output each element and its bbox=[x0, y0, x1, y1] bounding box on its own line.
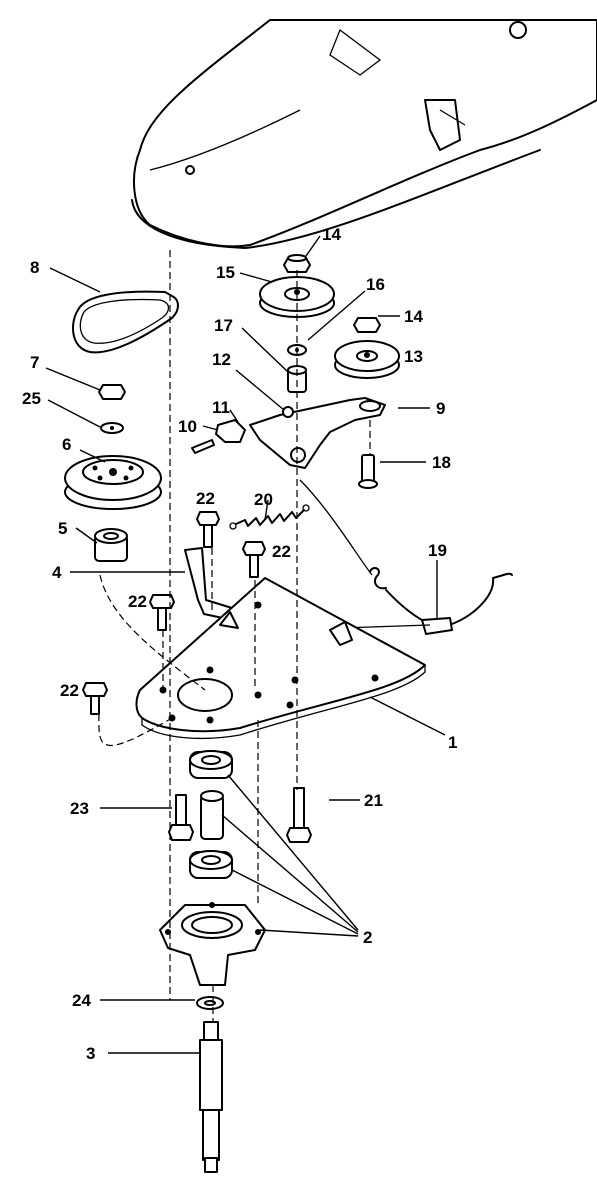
spindle-shaft bbox=[199, 1021, 223, 1173]
callout-15: 15 bbox=[216, 263, 235, 282]
callout-3: 3 bbox=[86, 1044, 95, 1063]
callout-22-b: 22 bbox=[272, 542, 291, 561]
flange-bolt-22-b bbox=[242, 541, 266, 578]
v-belt bbox=[72, 290, 179, 354]
callout-19: 19 bbox=[428, 541, 447, 560]
callout-1: 1 bbox=[448, 733, 457, 752]
callout-22-c: 22 bbox=[128, 592, 147, 611]
callout-24: 24 bbox=[72, 991, 91, 1010]
flange-bolt-22-c bbox=[149, 594, 175, 631]
washer-24 bbox=[196, 996, 224, 1010]
callout-17: 17 bbox=[214, 316, 233, 335]
tension-spring bbox=[229, 504, 310, 530]
mower-deck-housing bbox=[131, 19, 597, 249]
callout-23: 23 bbox=[70, 799, 89, 818]
spring-bracket bbox=[184, 547, 233, 621]
block-11 bbox=[215, 419, 246, 443]
idler-pulley-right bbox=[334, 340, 400, 379]
pivot-bolt-18 bbox=[358, 454, 378, 489]
callout-20: 20 bbox=[254, 490, 273, 509]
bolt-21 bbox=[286, 787, 312, 843]
callout-labels: 1 2 3 4 5 6 7 8 9 10 11 12 13 14 14 15 1… bbox=[22, 225, 457, 1063]
control-cable bbox=[299, 479, 513, 635]
callout-21: 21 bbox=[364, 791, 383, 810]
callout-22-a: 22 bbox=[196, 489, 215, 508]
pulley-hub bbox=[94, 528, 128, 562]
callout-22-d: 22 bbox=[60, 681, 79, 700]
callout-25: 25 bbox=[22, 389, 41, 408]
callout-10: 10 bbox=[178, 417, 197, 436]
drive-pulley bbox=[64, 455, 162, 510]
bolt-23 bbox=[168, 794, 194, 841]
callout-5: 5 bbox=[58, 519, 67, 538]
callout-13: 13 bbox=[404, 347, 423, 366]
spindle-housing bbox=[159, 902, 266, 986]
hex-nut-left bbox=[98, 384, 126, 400]
callout-11: 11 bbox=[212, 398, 230, 417]
hex-nut-right bbox=[353, 317, 381, 333]
hex-nut-upper bbox=[283, 254, 311, 273]
callout-14-upper: 14 bbox=[322, 225, 341, 244]
callout-8: 8 bbox=[30, 258, 39, 277]
mounting-plate bbox=[135, 577, 426, 740]
alignment-lines bbox=[98, 250, 371, 1022]
flange-bolt-22-a bbox=[196, 511, 220, 548]
bearing-lower bbox=[189, 850, 233, 879]
callout-6: 6 bbox=[62, 435, 71, 454]
callout-14-right: 14 bbox=[404, 307, 423, 326]
callout-7: 7 bbox=[30, 353, 39, 372]
bearing-spacer bbox=[200, 790, 224, 840]
bearing-upper bbox=[189, 750, 233, 779]
callout-9: 9 bbox=[436, 399, 445, 418]
callout-16: 16 bbox=[366, 275, 385, 294]
pin-12 bbox=[282, 406, 294, 418]
callout-4: 4 bbox=[52, 563, 62, 582]
callout-12: 12 bbox=[212, 350, 231, 369]
screw-10 bbox=[191, 439, 215, 454]
flange-bolt-22-d bbox=[82, 682, 108, 715]
washer-left bbox=[100, 422, 124, 434]
callout-18: 18 bbox=[432, 453, 451, 472]
callout-2: 2 bbox=[363, 928, 372, 947]
leader-lines bbox=[45, 235, 446, 1054]
